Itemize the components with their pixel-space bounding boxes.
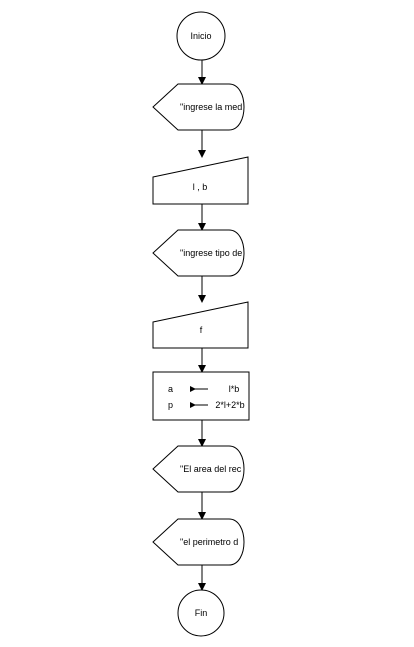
display-label-3: "El area del rec <box>180 464 242 474</box>
end-terminal: Fin <box>177 589 225 637</box>
display-shape-2: "ingrese tipo de <box>152 229 245 277</box>
process-var-a: a <box>168 384 173 394</box>
input-shape-2: f <box>152 301 249 349</box>
end-label: Fin <box>195 608 208 618</box>
start-label: Inicio <box>190 31 211 41</box>
display-label-2: "ingrese tipo de <box>180 248 242 258</box>
input-label-1: l , b <box>193 182 208 192</box>
display-label-1: "ingrese la med <box>180 102 242 112</box>
input-label-2: f <box>200 325 203 335</box>
display-shape-3: "El area del rec <box>152 445 245 493</box>
input-shape-1: l , b <box>152 156 249 205</box>
process-expr-a: l*b <box>229 384 240 394</box>
display-shape-4: "el perimetro d <box>152 518 245 566</box>
process-expr-p: 2*l+2*b <box>215 400 244 410</box>
process-box: a l*b p 2*l+2*b <box>152 371 250 421</box>
display-shape-1: "ingrese la med <box>152 83 245 131</box>
start-terminal: Inicio <box>176 11 226 61</box>
display-label-4: "el perimetro d <box>180 537 238 547</box>
process-var-p: p <box>168 400 173 410</box>
